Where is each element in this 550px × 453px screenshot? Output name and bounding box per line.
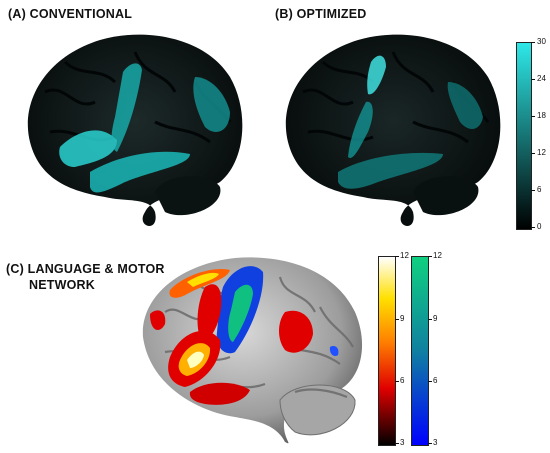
brain-a-activation-frontal: [59, 130, 117, 167]
colorbar-winter-tick: 9: [433, 314, 438, 323]
brain-optimized: [285, 34, 501, 226]
brain-b-activation-central: [348, 101, 373, 158]
colorbar-hot-tick: 9: [400, 314, 405, 323]
panel-c-title-line2: NETWORK: [29, 278, 95, 292]
panel-b-title: (B) OPTIMIZED: [275, 7, 367, 21]
brain-b-activation-parietal: [447, 82, 483, 129]
brain-c-cerebellum: [279, 384, 356, 436]
brain-language-motor: [142, 257, 363, 444]
brain-c-activation-precentral: [197, 284, 222, 341]
brain-a-activation-parietal: [193, 77, 230, 132]
colorbar-teal-tick: 12: [537, 148, 546, 157]
colorbar-hot: [378, 256, 396, 446]
colorbar-winter: [411, 256, 429, 446]
panel-a-title: (A) CONVENTIONAL: [8, 7, 133, 21]
brain-c-activation-occipital: [329, 345, 339, 357]
colorbar-teal-tick: 24: [537, 74, 546, 83]
colorbar-winter-tick: 6: [433, 376, 438, 385]
colorbar-teal-tick: 6: [537, 185, 542, 194]
brain-a-cerebellum: [155, 176, 221, 216]
brain-c-activation-motor-core: [228, 284, 253, 342]
brain-c-activation-lateral-frontal: [150, 310, 166, 330]
colorbar-winter-tick: 12: [433, 251, 442, 260]
colorbar-hot-tick: 6: [400, 376, 405, 385]
colorbar-hot-tick: 3: [400, 438, 405, 447]
colorbar-winter-tick: 3: [433, 438, 438, 447]
brain-c-activation-temporal: [189, 382, 250, 405]
brain-c-activation-wernicke: [279, 310, 313, 353]
brain-c-activation-dorsal-frontal-hot: [187, 272, 219, 287]
brain-c-activation-broca-peak: [187, 351, 204, 368]
colorbar-teal-tick: 18: [537, 111, 546, 120]
colorbar-hot-tick: 12: [400, 251, 409, 260]
colorbar-teal: [516, 42, 532, 230]
brain-b-activation-precentral: [367, 55, 386, 95]
brain-b-activation-temporal: [338, 152, 443, 189]
brain-conventional: [27, 34, 243, 226]
colorbar-teal-tick: 30: [537, 37, 546, 46]
brain-a-activation-precentral: [111, 63, 142, 152]
brain-a-activation-temporal: [90, 151, 190, 193]
brain-b-cerebellum: [413, 176, 479, 216]
panel-c-title-line1: (C) LANGUAGE & MOTOR: [6, 262, 165, 276]
colorbar-teal-tick: 0: [537, 222, 542, 231]
